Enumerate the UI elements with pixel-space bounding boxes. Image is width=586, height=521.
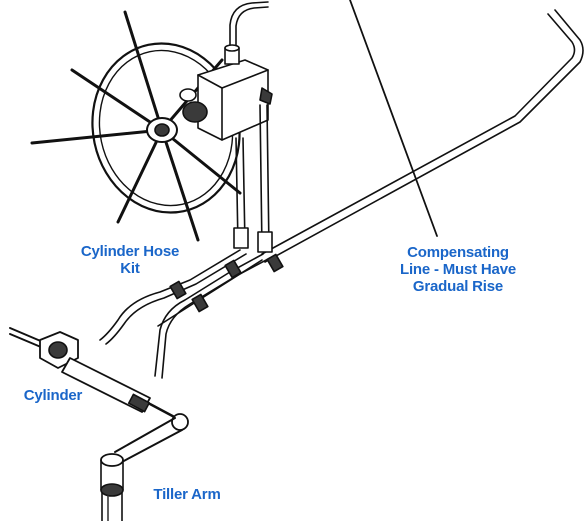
- cylinder-assembly: [9, 327, 189, 431]
- pump-hoses: [233, 104, 273, 253]
- label-compensating-line: Compensating Line - Must Have Gradual Ri…: [400, 244, 516, 295]
- label-cylinder: Cylinder: [23, 387, 83, 404]
- label-tiller-arm: Tiller Arm: [153, 486, 221, 503]
- compensating-pointer: [349, 0, 438, 237]
- hose-kit: [99, 249, 284, 379]
- label-cylinder-hose-kit: Cylinder Hose Kit: [80, 243, 180, 277]
- tiller-arm: [100, 417, 183, 521]
- helm-pump: [179, 44, 273, 141]
